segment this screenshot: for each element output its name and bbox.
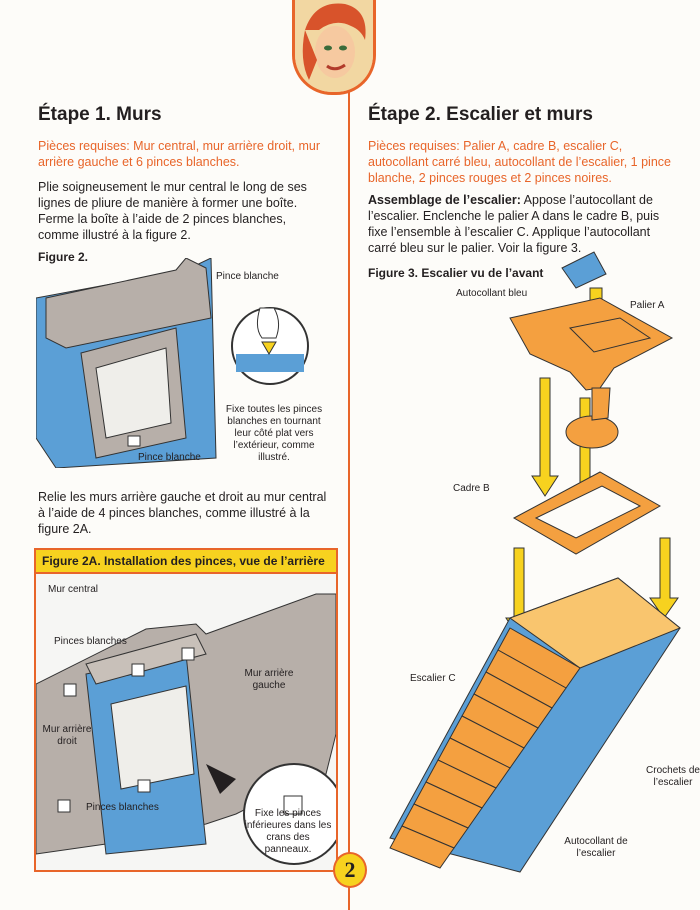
step2-assembly-lead: Assemblage de l’escalier:: [368, 193, 521, 207]
step2-title: Étape 2. Escalier et murs: [368, 104, 593, 125]
figure3-title: Figure 3. Escalier vu de l’avant: [368, 266, 544, 280]
portrait-image: [295, 0, 373, 92]
figure3-label-palier: Palier A: [630, 300, 665, 311]
figure2a-note: Fixe les pinces inférieures dans les cra…: [244, 808, 332, 855]
step2-assembly-body: Appose l’autocollant de l’escalier. Encl…: [368, 193, 660, 255]
figure3-label-autocollant-bleu: Autocollant bleu: [456, 288, 528, 299]
figure2a-label-pinces-bottom: Pinces blanches: [86, 802, 159, 813]
figure2a-illustration: [36, 593, 336, 865]
figure2-label-bottom: Pince blanche: [138, 452, 201, 463]
figure2a-title: Figure 2A. Installation des pinces, vue …: [36, 550, 336, 574]
figure2a-label-mur-gauche: Mur arrière gauche: [244, 668, 294, 691]
figure3-label-crochets: Crochets de l’escalier: [646, 765, 700, 788]
character-portrait: [292, 0, 376, 95]
step2-assembly: Assemblage de l’escalier: Appose l’autoc…: [368, 192, 678, 256]
figure2-note: Fixe toutes les pinces blanches en tourn…: [225, 404, 323, 463]
step2-parts: Pièces requises: Palier A, cadre B, esca…: [368, 139, 671, 185]
step1-parts: Pièces requises: Mur central, mur arrièr…: [38, 139, 321, 169]
figure2a-box: Figure 2A. Installation des pinces, vue …: [34, 548, 338, 872]
figure2a-label-pinces-top: Pinces blanches: [54, 636, 127, 647]
figure2-label-top: Pince blanche: [216, 271, 279, 282]
page-number: 2: [333, 852, 367, 888]
figure2a-label-mur-droit: Mur arrière droit: [42, 724, 92, 747]
figure3-label-autocollant-escalier: Autocollant de l’escalier: [564, 836, 628, 859]
step1-body: Plie soigneusement le mur central le lon…: [38, 180, 307, 242]
figure2-title: Figure 2.: [38, 250, 89, 264]
figure2-illustration: [36, 258, 309, 468]
step1-body2: Relie les murs arrière gauche et droit a…: [38, 490, 327, 536]
column-divider: [348, 0, 350, 910]
figure3-illustration: [389, 251, 681, 873]
figure2a-label-mur-central: Mur central: [48, 584, 99, 595]
figure3-label-cadre: Cadre B: [453, 483, 490, 494]
step1-title: Étape 1. Murs: [38, 104, 162, 125]
figure3-label-escalier: Escalier C: [410, 673, 456, 684]
